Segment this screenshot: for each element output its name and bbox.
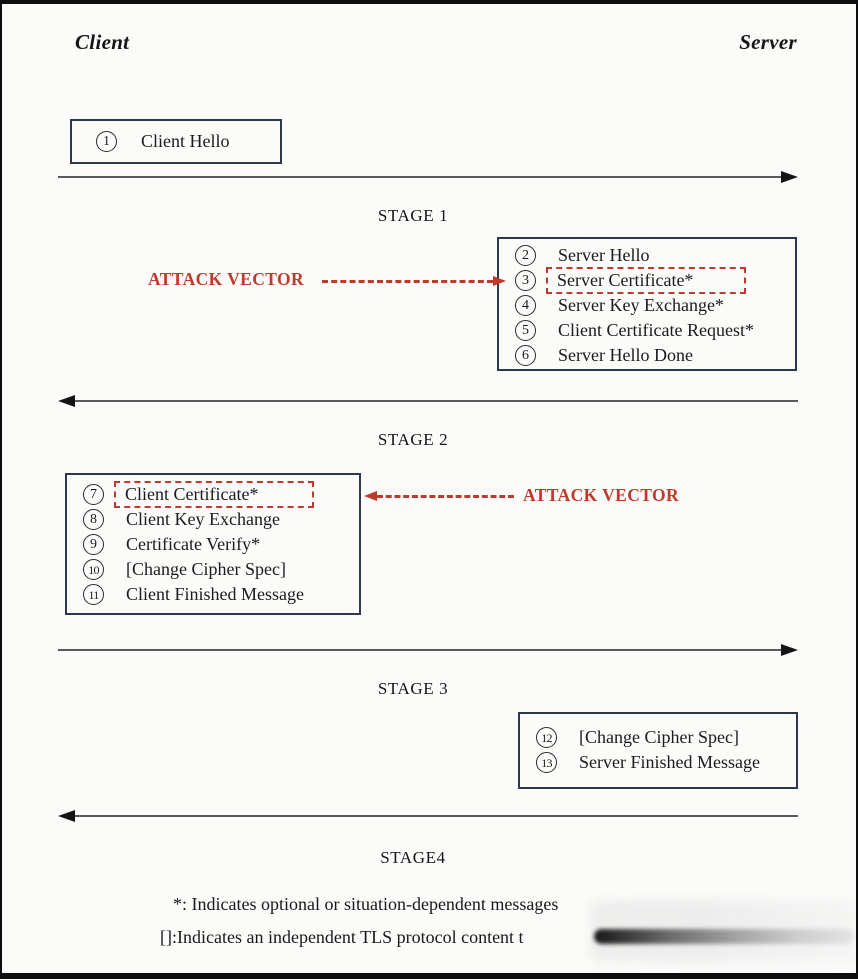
- circled-number-8: 8: [83, 509, 104, 530]
- message-row: 5 Client Certificate Request*: [499, 318, 795, 343]
- arrow-client-to-server-stage1: [58, 170, 798, 184]
- message-label: Client Key Exchange: [126, 509, 280, 529]
- circled-number-7: 7: [83, 484, 104, 505]
- message-row: 3 Server Certificate*: [499, 267, 795, 294]
- arrow-head-left-icon: [364, 491, 377, 501]
- message-row: 1 Client Hello: [72, 129, 280, 154]
- arrow-server-to-client-stage4: [58, 809, 798, 823]
- message-label: Server Hello: [558, 245, 650, 265]
- circled-number-2: 2: [515, 245, 536, 266]
- circled-number-9: 9: [83, 534, 104, 555]
- message-row: 6 Server Hello Done: [499, 343, 795, 368]
- arrow-client-to-server-stage3: [58, 643, 798, 657]
- arrow-line: [75, 400, 798, 402]
- message-row: 9 Certificate Verify*: [67, 532, 359, 557]
- footnote-brackets: []:Indicates an independent TLS protocol…: [160, 927, 524, 947]
- circled-number-10: 10: [83, 559, 104, 580]
- stage1-label: STAGE 1: [377, 206, 449, 225]
- attack-vector-arrow-to-client-certificate: [364, 489, 514, 503]
- attack-target-highlight: Server Certificate*: [546, 267, 746, 294]
- message-label: Client Hello: [141, 131, 230, 151]
- attack-vector-label-right: ATTACK VECTOR: [523, 485, 680, 505]
- circled-number-6: 6: [515, 345, 536, 366]
- message-row: 4 Server Key Exchange*: [499, 293, 795, 318]
- message-row: 13 Server Finished Message: [520, 750, 796, 775]
- message-row: 10 [Change Cipher Spec]: [67, 557, 359, 582]
- arrow-head-right-icon: [781, 644, 798, 656]
- attack-vector-arrow-to-server-certificate: [322, 274, 506, 288]
- dashed-arrow-line: [377, 494, 514, 498]
- arrow-head-right-icon: [781, 171, 798, 183]
- message-label: Client Certificate Request*: [558, 320, 754, 340]
- message-row: 12 [Change Cipher Spec]: [520, 725, 796, 750]
- message-label: Client Finished Message: [126, 584, 304, 604]
- arrow-head-left-icon: [58, 395, 75, 407]
- message-row: 8 Client Key Exchange: [67, 507, 359, 532]
- message-label: Server Finished Message: [579, 752, 760, 772]
- client-actor-label: Client: [75, 30, 130, 54]
- message-label: [Change Cipher Spec]: [579, 727, 739, 747]
- message-row: 7 Client Certificate*: [67, 481, 359, 508]
- message-label: Server Key Exchange*: [558, 295, 724, 315]
- redaction-smudge-bar: [594, 929, 854, 944]
- message-row: 2 Server Hello: [499, 243, 795, 268]
- circled-number-1: 1: [96, 131, 117, 152]
- stage1-server-messages-box: 2 Server Hello 3 Server Certificate* 4 S…: [497, 237, 797, 371]
- arrow-line: [58, 649, 781, 651]
- stage3-server-messages-box: 12 [Change Cipher Spec] 13 Server Finish…: [518, 712, 798, 789]
- circled-number-12: 12: [536, 727, 557, 748]
- circled-number-13: 13: [536, 752, 557, 773]
- message-label: [Change Cipher Spec]: [126, 559, 286, 579]
- dashed-arrow-line: [322, 279, 493, 283]
- circled-number-11: 11: [83, 584, 104, 605]
- stage3-label: STAGE 3: [377, 679, 449, 698]
- stage2-client-messages-box: 7 Client Certificate* 8 Client Key Excha…: [65, 473, 361, 615]
- client-hello-box: 1 Client Hello: [70, 119, 282, 164]
- circled-number-5: 5: [515, 320, 536, 341]
- arrow-line: [75, 815, 798, 817]
- circled-number-4: 4: [515, 295, 536, 316]
- attack-vector-label-left: ATTACK VECTOR: [148, 269, 305, 289]
- stage2-label: STAGE 2: [377, 430, 449, 449]
- message-label: Server Hello Done: [558, 345, 693, 365]
- stage4-label: STAGE4: [380, 848, 446, 867]
- message-row: 11 Client Finished Message: [67, 582, 359, 607]
- message-label: Certificate Verify*: [126, 534, 261, 554]
- circled-number-3: 3: [515, 270, 536, 291]
- footnote-asterisk: *: Indicates optional or situation-depen…: [173, 894, 559, 914]
- attack-target-highlight: Client Certificate*: [114, 481, 314, 508]
- server-actor-label: Server: [739, 30, 797, 54]
- arrow-head-right-icon: [493, 276, 506, 286]
- arrow-line: [58, 176, 781, 178]
- arrow-head-left-icon: [58, 810, 75, 822]
- arrow-server-to-client-stage2: [58, 394, 798, 408]
